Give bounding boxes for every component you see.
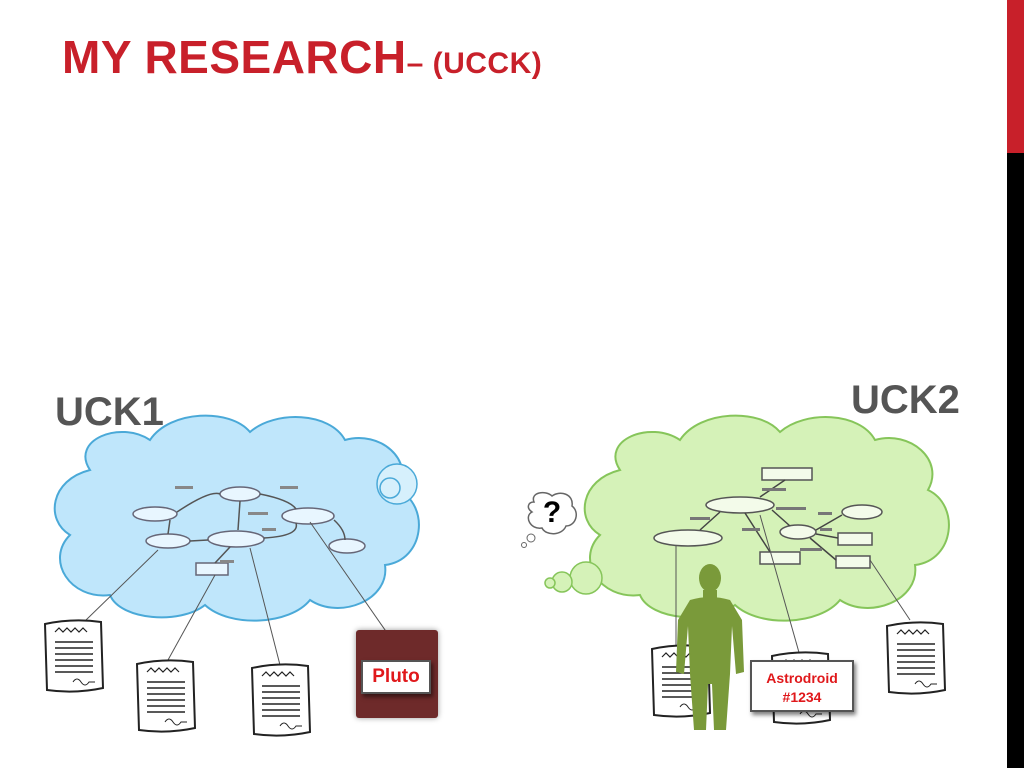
- uck2-links: [675, 514, 911, 657]
- person-icon: [676, 564, 744, 730]
- accent-bar-black: [1007, 153, 1024, 768]
- document-icon: [136, 659, 196, 733]
- thought-bubble: [521, 491, 577, 548]
- astrodroid-name: Astrodroid: [766, 670, 838, 686]
- astrodroid-tag: Astrodroid #1234: [750, 660, 854, 712]
- astrodroid-id: #1234: [782, 689, 822, 705]
- accent-bar-red: [1007, 0, 1024, 153]
- uck1-links: [85, 521, 393, 666]
- slide-title-main: MY RESEARCH: [62, 31, 407, 83]
- uck2-label: UCK2: [851, 378, 960, 422]
- slide-title: MY RESEARCH– (UCCK): [62, 30, 542, 84]
- uck1-label: UCK1: [55, 390, 164, 434]
- uck2-cloud: [544, 414, 950, 622]
- pluto-tag: Pluto: [361, 660, 431, 694]
- document-icon: [251, 663, 311, 737]
- document-icon: [886, 621, 946, 695]
- document-icon: [44, 619, 104, 693]
- question-mark-icon: ?: [542, 496, 562, 529]
- slide-title-sub: – (UCCK): [406, 47, 543, 80]
- uck1-cloud: [53, 414, 420, 622]
